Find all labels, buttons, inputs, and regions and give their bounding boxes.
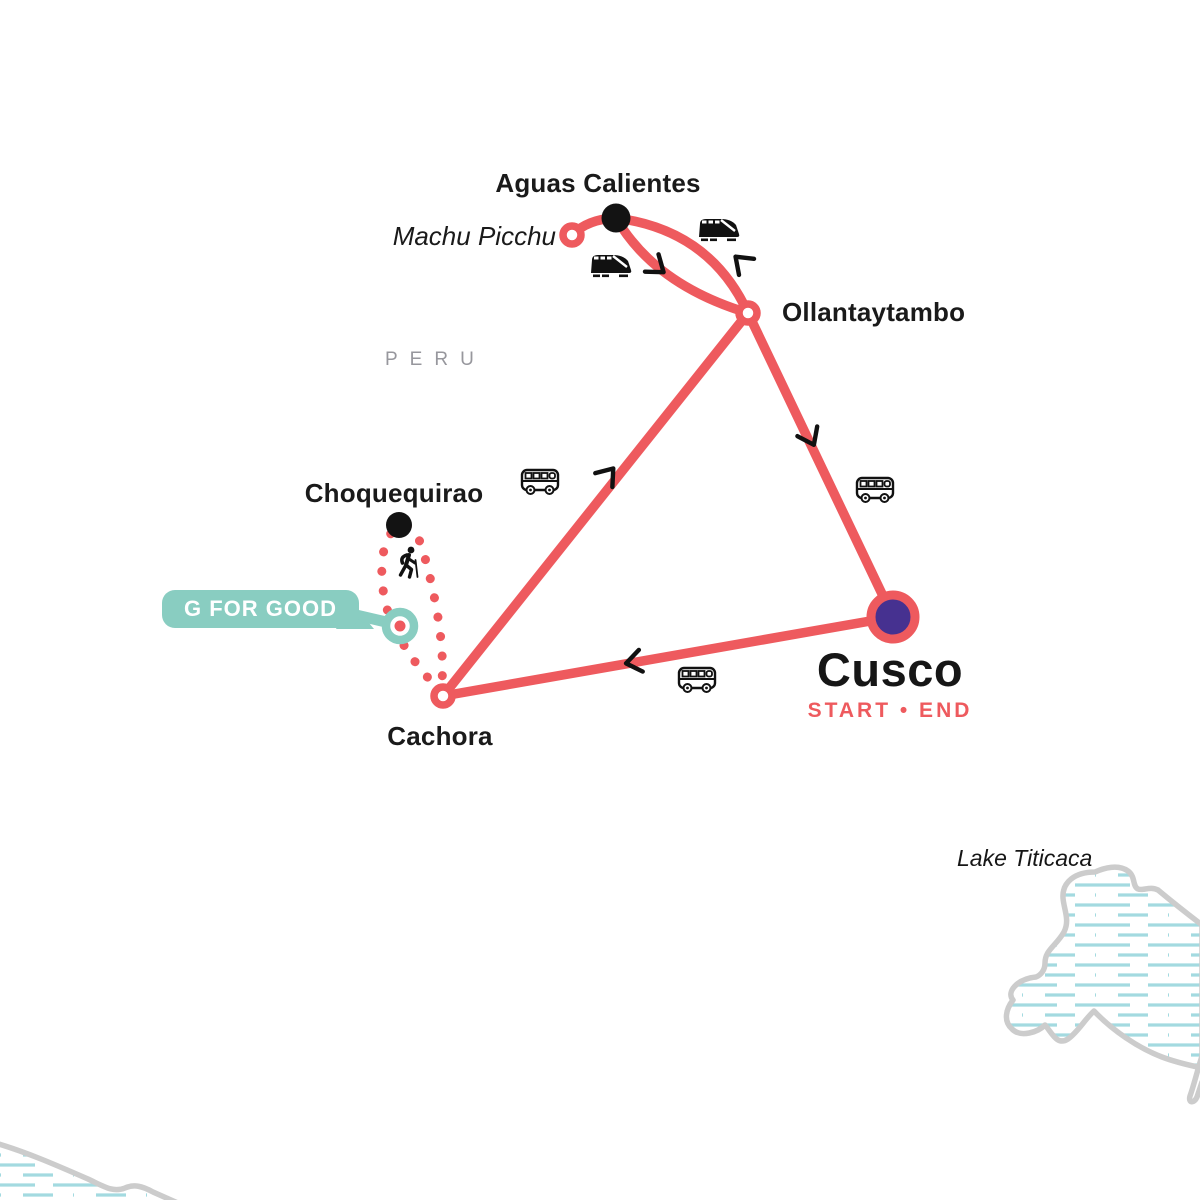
cusco-marker <box>866 590 920 644</box>
cachora-marker <box>430 683 456 709</box>
city-label-cachora: Cachora <box>387 721 493 751</box>
hiker-icon <box>398 546 419 579</box>
city-label-ollantaytambo: Ollantaytambo <box>782 297 966 327</box>
chevron-arrow-icon <box>593 466 616 490</box>
ollantaytambo-marker <box>735 300 761 326</box>
g-for-good-badge-label: G FOR GOOD <box>184 596 337 621</box>
choquequirao-marker <box>386 512 412 538</box>
city-label-machu-picchu: Machu Picchu <box>392 221 556 251</box>
chevron-arrow-icon <box>623 647 645 674</box>
city-label-choquequirao: Choquequirao <box>304 478 484 508</box>
lake-titicaca-label: Lake Titicaca <box>957 845 1093 871</box>
route-cusco-cachora <box>438 612 898 701</box>
bus-icon <box>677 666 717 693</box>
chevron-arrow-icon <box>733 254 757 278</box>
route-aguas-ollantaytambo-inner-arc <box>611 213 753 318</box>
lake-titicaca-shape <box>1003 864 1200 1105</box>
city-label-cusco: Cusco <box>816 643 964 696</box>
aguas-calientes-marker <box>601 203 631 233</box>
chevron-arrow-icon <box>642 252 666 275</box>
train-icon <box>591 255 632 278</box>
bus-icon <box>855 476 895 503</box>
machu-picchu-marker <box>559 222 585 248</box>
route-aguas-ollantaytambo-outer-arc <box>611 213 753 318</box>
corner-lake-shape <box>0 1141 178 1200</box>
bus-icon <box>520 468 560 495</box>
start-end-label: START • END <box>807 699 973 722</box>
train-icon <box>699 219 740 242</box>
route-cachora-ollantaytambo <box>438 308 753 701</box>
country-label: PERU <box>385 349 486 370</box>
chevron-arrow-icon <box>795 424 820 447</box>
city-label-aguas-calientes: Aguas Calientes <box>495 168 701 198</box>
g-for-good-badge: G FOR GOOD <box>162 590 359 628</box>
route-ollantaytambo-cusco <box>743 308 898 622</box>
cusco-label-block: Cusco START • END <box>808 646 973 723</box>
